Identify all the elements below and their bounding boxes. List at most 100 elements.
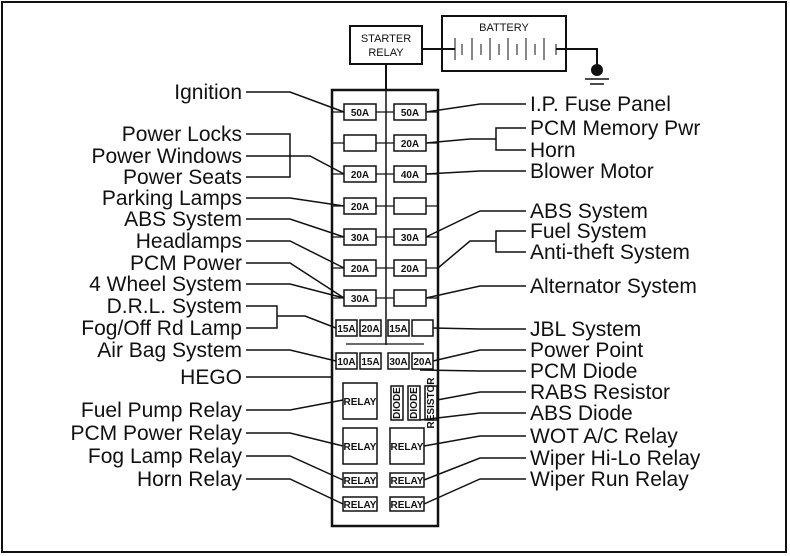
fuse-box-outline xyxy=(330,88,440,528)
leader-line xyxy=(425,285,526,299)
fuse-row: 20A xyxy=(332,134,438,152)
mini-fuse[interactable] xyxy=(411,319,434,337)
right-label: JBL System xyxy=(530,318,641,341)
left-label: Headlamps xyxy=(136,230,242,253)
ground-icon xyxy=(585,64,609,85)
left-label: PCM Power Relay xyxy=(70,422,242,445)
left-label: Power Windows xyxy=(91,145,242,168)
right-label: Fuel System xyxy=(530,220,647,243)
battery: BATTERY xyxy=(441,15,567,72)
leader-line xyxy=(423,435,526,447)
leader-line xyxy=(246,197,345,207)
fuse[interactable]: 20A xyxy=(343,259,377,277)
left-label: Ignition xyxy=(174,81,242,104)
mini-fuse[interactable]: 20A xyxy=(359,319,382,337)
fuse-row: 20A 40A xyxy=(332,165,438,183)
fuse-row: 20A xyxy=(332,197,438,215)
fuse-rating: 30A xyxy=(351,294,369,305)
mini-fuse[interactable]: 10A xyxy=(335,352,358,370)
leader-line xyxy=(246,399,344,411)
fuse[interactable]: 50A xyxy=(343,103,377,121)
fuse[interactable]: 30A xyxy=(343,228,377,246)
right-label: Blower Motor xyxy=(530,160,654,183)
battery-cells-icon xyxy=(454,38,557,60)
diode[interactable]: DIODE xyxy=(407,385,421,421)
leader-line xyxy=(419,412,526,421)
left-label: Power Seats xyxy=(123,166,242,189)
diode[interactable]: DIODE xyxy=(390,385,404,421)
mini-fuse[interactable]: 30A xyxy=(387,352,410,370)
fuse[interactable]: 20A xyxy=(393,259,427,277)
left-label: PCM Power xyxy=(130,252,242,275)
right-label: I.P. Fuse Panel xyxy=(530,93,671,116)
mini-fuse[interactable]: 15A xyxy=(335,319,358,337)
fuse-rating: 20A xyxy=(401,264,419,275)
starter-relay-label-1: STARTER xyxy=(361,33,411,45)
fuse-rating: 40A xyxy=(401,170,419,181)
fuse-row: 20A 20A xyxy=(332,259,438,277)
right-label: Anti-theft System xyxy=(530,241,690,264)
left-label: HEGO xyxy=(180,366,242,389)
diode-label: DIODE xyxy=(392,387,403,419)
fuse[interactable]: 30A xyxy=(343,289,377,307)
starter-relay: STARTER RELAY xyxy=(349,25,423,65)
leader-line xyxy=(425,170,526,175)
fuse[interactable] xyxy=(393,197,427,215)
left-label: Fog/Off Rd Lamp xyxy=(81,317,242,340)
fuse[interactable] xyxy=(393,289,427,307)
relay[interactable]: RELAY xyxy=(389,427,425,465)
leader-line xyxy=(246,455,344,481)
diode-label: DIODE xyxy=(409,387,420,419)
leader-line xyxy=(246,262,345,299)
fuse[interactable] xyxy=(343,134,377,152)
leader-line xyxy=(423,478,526,505)
fuse[interactable]: 20A xyxy=(343,165,377,183)
right-label: ABS System xyxy=(530,200,648,223)
battery-label: BATTERY xyxy=(479,22,529,34)
fuse[interactable]: 20A xyxy=(393,134,427,152)
right-label: Horn xyxy=(530,139,576,162)
leader-line xyxy=(419,369,526,372)
leader-line xyxy=(425,210,526,238)
fuse-row: 30A xyxy=(332,289,438,307)
fuse[interactable]: 30A xyxy=(393,228,427,246)
fuse[interactable]: 20A xyxy=(343,197,377,215)
right-label: Wiper Hi-Lo Relay xyxy=(530,447,701,470)
leader-line xyxy=(423,457,526,481)
mini-fuse[interactable]: 15A xyxy=(387,319,410,337)
relay[interactable]: RELAY xyxy=(389,496,425,512)
leader-line xyxy=(246,91,345,113)
right-label: PCM Diode xyxy=(530,360,637,383)
relay-label: RELAY xyxy=(344,397,377,408)
relay[interactable]: RELAY xyxy=(342,472,378,488)
fuse[interactable]: 40A xyxy=(393,165,427,183)
mini-fuse[interactable]: 20A xyxy=(411,352,434,370)
left-label: 4 Wheel System xyxy=(89,273,242,296)
right-label: Power Point xyxy=(530,339,643,362)
left-label: Horn Relay xyxy=(137,468,243,491)
relay[interactable]: RELAY xyxy=(389,472,425,488)
mini-fuse[interactable]: 15A xyxy=(359,352,382,370)
left-label: Fuel Pump Relay xyxy=(81,399,243,422)
relay[interactable]: RELAY xyxy=(342,382,378,420)
right-label: RABS Resistor xyxy=(530,381,670,404)
fuse-rating: 20A xyxy=(351,202,369,213)
leader-line xyxy=(246,432,344,447)
ground-wire xyxy=(556,48,598,66)
relay[interactable]: RELAY xyxy=(342,427,378,465)
leader-line xyxy=(436,391,526,401)
mini-fuse-rating: 30A xyxy=(389,357,407,368)
leader-line xyxy=(246,218,345,238)
right-label: WOT A/C Relay xyxy=(530,425,678,448)
relay-label: RELAY xyxy=(391,442,424,453)
resistor[interactable]: RESISTOR xyxy=(424,377,438,429)
right-label: ABS Diode xyxy=(530,402,633,425)
mini-fuse-rating: 10A xyxy=(337,357,355,368)
fuse[interactable]: 50A xyxy=(393,103,427,121)
relay[interactable]: RELAY xyxy=(342,496,378,512)
relay-label: RELAY xyxy=(391,476,424,487)
